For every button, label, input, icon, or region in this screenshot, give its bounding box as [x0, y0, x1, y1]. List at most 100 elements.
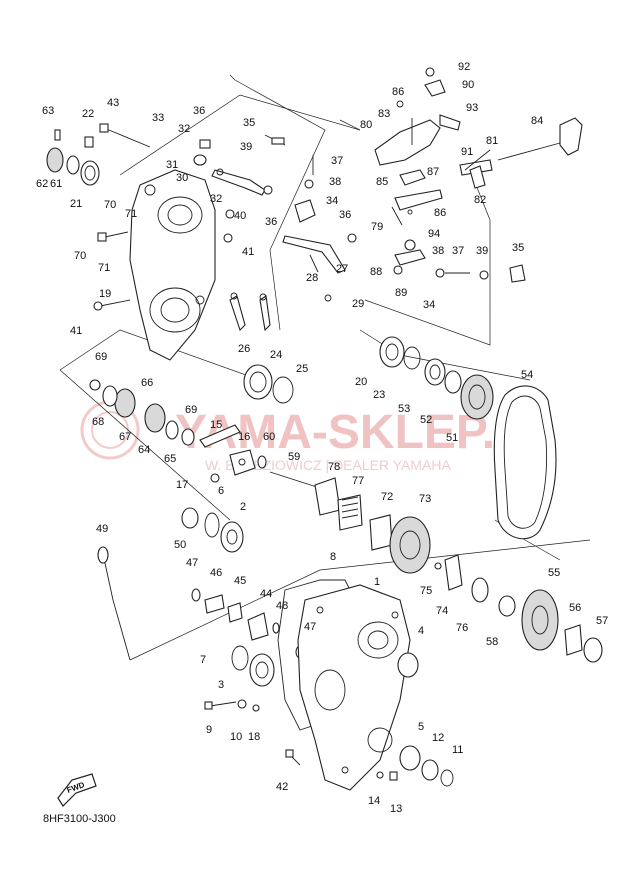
part-label-48: 48 — [276, 600, 288, 612]
part-label-51: 51 — [446, 432, 458, 444]
part-label-74: 74 — [436, 605, 448, 617]
part-label-60: 60 — [263, 431, 275, 443]
part-label-71b: 71 — [98, 262, 110, 274]
part-label-35b: 35 — [512, 242, 524, 254]
shift-mechanism — [193, 134, 357, 302]
watermark-sub-text: W. BRZEZIOWICZ | DEALER YAMAHA — [205, 457, 451, 473]
link-plates — [229, 292, 271, 332]
left-middle-bearings — [181, 507, 244, 553]
shaft-and-holder — [199, 424, 267, 483]
part-label-12: 12 — [432, 732, 444, 744]
part-label-24: 24 — [270, 349, 282, 361]
top-left-bearings — [46, 123, 235, 311]
part-label-64: 64 — [138, 444, 150, 456]
part-label-11: 11 — [452, 744, 463, 756]
part-label-82: 82 — [474, 194, 486, 206]
collars — [434, 554, 516, 617]
part-label-42: 42 — [276, 781, 288, 793]
middle-bearings — [243, 336, 462, 404]
part-label-13: 13 — [390, 803, 402, 815]
part-label-36c: 36 — [339, 209, 351, 221]
part-label-36a: 36 — [193, 105, 205, 117]
part-label-57: 57 — [596, 615, 608, 627]
part-label-75: 75 — [420, 585, 432, 597]
part-label-69a: 69 — [95, 351, 107, 363]
part-label-36b: 36 — [265, 216, 277, 228]
part-label-77: 77 — [352, 475, 364, 487]
part-label-37b: 37 — [452, 245, 464, 257]
part-label-80: 80 — [360, 119, 372, 131]
part-label-27: 27 — [336, 263, 348, 275]
part-label-69b: 69 — [185, 404, 197, 416]
drive-chain — [493, 385, 557, 540]
part-label-85: 85 — [376, 176, 388, 188]
part-label-52: 52 — [420, 414, 432, 426]
main-case — [277, 579, 411, 791]
part-label-39b: 39 — [476, 245, 488, 257]
dipstick — [97, 546, 131, 661]
part-label-65: 65 — [164, 453, 176, 465]
part-label-70b: 70 — [74, 250, 86, 262]
part-label-50: 50 — [174, 539, 186, 551]
part-label-44: 44 — [260, 588, 272, 600]
part-label-93: 93 — [466, 102, 478, 114]
part-label-84: 84 — [531, 115, 543, 127]
part-label-86a: 86 — [392, 86, 404, 98]
part-label-54: 54 — [521, 369, 533, 381]
gear-55 — [521, 589, 603, 663]
part-label-61: 61 — [50, 178, 62, 190]
part-label-20: 20 — [355, 376, 367, 388]
part-label-90: 90 — [462, 79, 474, 91]
part-label-41b: 41 — [70, 325, 82, 337]
part-label-78: 78 — [328, 461, 340, 473]
part-label-76: 76 — [456, 622, 468, 634]
part-label-5: 5 — [418, 721, 424, 733]
part-label-4: 4 — [418, 625, 424, 637]
part-label-71a: 71 — [125, 208, 137, 220]
part-label-3: 3 — [218, 679, 224, 691]
part-label-38a: 38 — [329, 176, 341, 188]
part-label-32a: 32 — [178, 123, 190, 135]
part-label-28: 28 — [306, 272, 318, 284]
lower-left-bearings — [231, 645, 275, 687]
part-label-46: 46 — [210, 567, 222, 579]
assembly-guide-lines — [59, 74, 591, 661]
part-label-86b: 86 — [434, 207, 446, 219]
part-label-47b: 47 — [304, 621, 316, 633]
part-label-79: 79 — [371, 221, 383, 233]
part-label-18: 18 — [248, 731, 260, 743]
left-gears — [89, 379, 195, 446]
part-label-37a: 37 — [331, 155, 343, 167]
part-label-58: 58 — [486, 636, 498, 648]
part-label-9: 9 — [206, 724, 212, 736]
part-label-2: 2 — [240, 501, 246, 513]
part-label-25: 25 — [296, 363, 308, 375]
upper-sprocket — [460, 374, 494, 420]
part-label-47a: 47 — [186, 557, 198, 569]
part-label-39a: 39 — [240, 141, 252, 153]
part-label-63: 63 — [42, 105, 54, 117]
part-label-43: 43 — [107, 97, 119, 109]
part-label-22: 22 — [82, 108, 94, 120]
part-label-32b: 32 — [210, 193, 222, 205]
drawing-code: 8HF3100-J300 — [43, 813, 116, 825]
case-seals — [397, 652, 454, 787]
part-label-45: 45 — [234, 575, 246, 587]
part-label-87: 87 — [427, 166, 439, 178]
part-label-83: 83 — [378, 108, 390, 120]
part-label-6: 6 — [218, 485, 224, 497]
part-label-34b: 34 — [423, 299, 435, 311]
part-label-7: 7 — [200, 654, 206, 666]
part-label-66: 66 — [141, 377, 153, 389]
part-label-1: 1 — [374, 576, 380, 588]
part-label-59: 59 — [288, 451, 300, 463]
part-label-31: 31 — [166, 159, 178, 171]
bolts — [204, 699, 398, 781]
part-label-17: 17 — [176, 479, 188, 491]
shift-arm-assembly — [374, 67, 583, 283]
part-label-34a: 34 — [326, 195, 338, 207]
part-label-89: 89 — [395, 287, 407, 299]
part-label-8: 8 — [330, 551, 336, 563]
part-label-19: 19 — [99, 288, 111, 300]
